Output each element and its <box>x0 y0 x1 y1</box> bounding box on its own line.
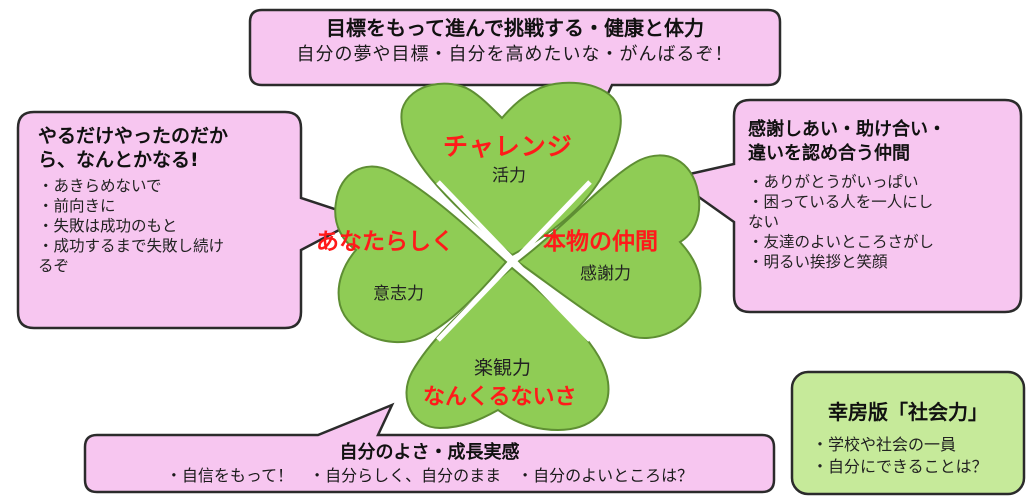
left-bubble-title-line: ら、なんとかなる! <box>38 149 199 171</box>
list-item: ・自分にできることは？ <box>812 457 988 476</box>
list-item: ・明るい挨拶と笑顔 <box>748 253 888 271</box>
top-bubble-title: 目標をもって進んで挑戦する・健康と体力 <box>326 16 704 40</box>
list-item: ない <box>748 213 780 231</box>
left-bubble-list: ・あきらめないで ・前向きに ・失敗は成功のもと ・成功するまで失敗し続け るぞ <box>38 176 224 276</box>
list-item: ・成功するまで失敗し続け <box>38 237 225 255</box>
right-bubble-title-line: 感謝しあい・助け合い・ <box>748 119 946 140</box>
left-bubble-title-line: やるだけやったのだか <box>38 125 229 147</box>
clover-leaf-left <box>334 165 508 344</box>
keyword-challenge: チャレンジ <box>443 132 573 161</box>
list-item: ・ありがとうがいっぱい <box>748 173 919 191</box>
list-item: ・学校や社会の一員 <box>812 435 957 454</box>
list-item: るぞ <box>38 257 70 275</box>
list-item: ・あきらめないで <box>38 177 162 195</box>
list-item: ・前向きに <box>38 197 116 215</box>
keyword-nankurunaisa: なんくるないさ <box>423 385 577 410</box>
bottom-bubble <box>83 402 776 494</box>
list-item: ・困っている人を一人にし <box>748 193 934 211</box>
keyword-true-friends: 本物の仲間 <box>543 229 658 255</box>
list-item: ・失敗は成功のもと <box>38 217 178 235</box>
social-power-box <box>790 370 1026 496</box>
left-bubble <box>16 110 366 330</box>
top-bubble-subtitle: 自分の夢や目標・自分を高めたいな・がんばるぞ！ <box>296 44 734 65</box>
right-bubble-title-line: 違いを認め合う仲間 <box>748 143 910 164</box>
keyword-be-yourself: あなたらしく <box>316 229 454 255</box>
right-bubble-list: ・ありがとうがいっぱい ・困っている人を一人にし ない ・友達のよいところさがし… <box>748 172 934 272</box>
power-willpower: 意志力 <box>373 284 424 304</box>
leaf-divider <box>436 180 592 342</box>
power-vitality: 活力 <box>492 166 526 186</box>
bottom-bubble-title: 自分のよさ・成長実感 <box>339 442 520 463</box>
social-power-list: ・学校や社会の一員 ・自分にできることは？ <box>812 434 988 478</box>
social-power-title: 幸房版「社会力」 <box>828 400 988 424</box>
power-optimism: 楽観力 <box>474 357 532 379</box>
right-bubble <box>668 98 1023 314</box>
clover-leaf-right <box>516 154 702 340</box>
list-item: ・友達のよいところさがし <box>748 233 935 251</box>
bottom-bubble-subtitle: ・自信をもって！ ・自分らしく、自分のまま ・自分のよいところは？ <box>165 466 694 485</box>
power-gratitude: 感謝力 <box>580 264 631 284</box>
right-bubble-title: 感謝しあい・助け合い・ 違いを認め合う仲間 <box>748 118 946 166</box>
clover-leaf-top <box>400 81 622 257</box>
left-bubble-title: やるだけやったのだか ら、なんとかなる! <box>38 124 228 172</box>
